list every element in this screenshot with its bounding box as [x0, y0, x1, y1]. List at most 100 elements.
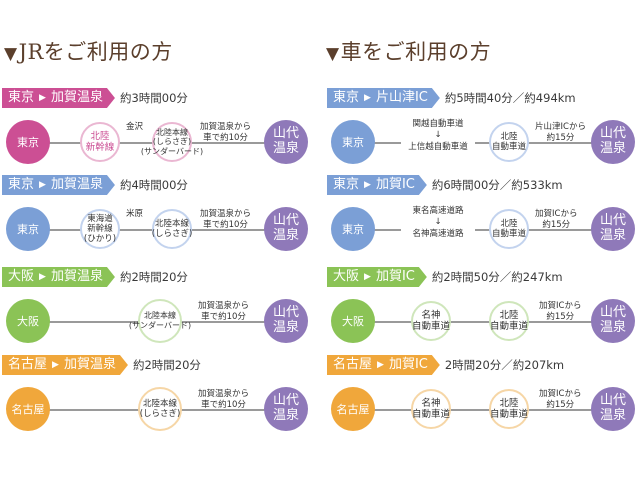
play-arrow-icon: ▶ [364, 93, 371, 103]
start-city: 東京 [331, 120, 375, 164]
route-to: 片山津IC [375, 90, 428, 105]
route-to: 加賀温泉 [50, 269, 103, 284]
access-note: 加賀ICから 約15分 [535, 209, 578, 231]
access-note: 加賀温泉から 車で約10分 [200, 122, 252, 144]
route-from: 東京 [333, 177, 360, 192]
expressway-route: 関越自動車道 ↓ 上信越自動車道 [401, 119, 475, 154]
route-duration: 約6時間00分／約533km [431, 178, 563, 192]
route-tag: 名古屋▶加賀温泉 [2, 355, 128, 375]
route-line [353, 229, 613, 231]
route-from: 名古屋 [333, 357, 373, 372]
jr-route-nagoya: 名古屋▶加賀温泉 約2時間20分 名古屋 北陸本線 (しらさぎ) 加賀温泉から … [2, 355, 312, 435]
route-from: 東京 [8, 90, 35, 105]
route-from: 東京 [333, 90, 360, 105]
route-duration: 2時間20分／約207km [444, 358, 565, 372]
route-tag: 名古屋 ▶ 加賀IC [327, 355, 440, 375]
access-note: 片山津ICから 約15分 [535, 122, 586, 144]
car-heading: ▼車をご利用の方 [326, 36, 491, 66]
destination-yamashiro-onsen: 山代 温泉 [264, 299, 308, 343]
transfer-station: 米原 [126, 209, 144, 219]
expressway-2: 上信越自動車道 [408, 141, 468, 152]
play-arrow-icon: ▶ [39, 180, 46, 190]
destination-yamashiro-onsen: 山代 温泉 [591, 387, 635, 431]
jr-route-tokyo-2: 東京 ▶ 加賀温泉 約4時間00分 東京 東海道 新幹線 (ひかり) 米原 北陸本線… [2, 175, 312, 255]
destination-yamashiro-onsen: 山代 温泉 [591, 207, 635, 251]
start-city: 大阪 [331, 299, 375, 343]
destination-yamashiro-onsen: 山代 温泉 [264, 207, 308, 251]
access-note: 加賀ICから 約15分 [539, 389, 582, 411]
route-label: 東京▶加賀温泉 約3時間00分 [2, 88, 188, 108]
route-to: 加賀IC [388, 357, 428, 372]
expressway-meishin: 名神 自動車道 [411, 301, 451, 341]
route-tag: 東京 ▶ 加賀温泉 [2, 175, 115, 195]
route-to: 加賀温泉 [50, 177, 103, 192]
transit-hokuriku-line: 北陸本線 (しらさぎ) [138, 387, 182, 431]
route-tag: 大阪 ▶ 加賀IC [327, 267, 427, 287]
route-line [353, 321, 613, 323]
route-label: 名古屋▶加賀温泉 約2時間20分 [2, 355, 201, 375]
access-note: 加賀ICから 約15分 [539, 301, 582, 323]
start-city: 東京 [331, 207, 375, 251]
route-to: 加賀IC [375, 177, 415, 192]
start-city: 名古屋 [331, 387, 375, 431]
route-duration: 約4時間00分 [119, 178, 188, 192]
transit-hokuriku-line: 北陸本線 (しらさぎ) (サンダーバード) [141, 122, 203, 162]
start-station: 東京 [6, 120, 50, 164]
expressway-1: 東名高速道路 [412, 206, 464, 216]
route-tag: 東京 ▶ 加賀IC [327, 175, 427, 195]
route-to: 加賀IC [375, 269, 415, 284]
transit-tokaido-shinkansen: 東海道 新幹線 (ひかり) [80, 209, 120, 249]
play-arrow-icon: ▶ [377, 360, 384, 370]
access-note: 加賀温泉から 車で約10分 [200, 209, 252, 231]
play-arrow-icon: ▶ [39, 272, 46, 282]
route-tag: 大阪 ▶ 加賀温泉 [2, 267, 115, 287]
route-label: 名古屋 ▶ 加賀IC 2時間20分／約207km [327, 355, 564, 375]
route-duration: 約3時間00分 [119, 91, 188, 105]
route-label: 東京 ▶ 加賀温泉 約4時間00分 [2, 175, 188, 195]
jr-heading-text: JRをご利用の方 [18, 40, 173, 64]
expressway-hokuriku: 北陸 自動車道 [489, 389, 529, 429]
transit-hokuriku-line: 北陸本線 (しらさぎ) [152, 209, 192, 249]
route-label: 東京 ▶ 加賀IC 約6時間00分／約533km [327, 175, 563, 195]
destination-yamashiro-onsen: 山代 温泉 [264, 387, 308, 431]
route-label: 大阪 ▶ 加賀温泉 約2時間20分 [2, 267, 188, 287]
access-note: 加賀温泉から 車で約10分 [198, 301, 250, 323]
jr-heading: ▼JRをご利用の方 [4, 36, 173, 66]
destination-yamashiro-onsen: 山代 温泉 [591, 120, 635, 164]
destination-yamashiro-onsen: 山代 温泉 [591, 299, 635, 343]
route-tag: 東京▶加賀温泉 [2, 88, 115, 108]
transit-hokuriku-line: 北陸本線 (サンダーバード) [129, 299, 191, 343]
play-arrow-icon: ▶ [364, 180, 371, 190]
expressway-2: 名神高速道路 [412, 228, 464, 239]
car-route-tokyo-1: 東京▶片山津IC 約5時間40分／約494km 東京 関越自動車道 ↓ 上信越自… [327, 88, 640, 168]
car-route-nagoya: 名古屋 ▶ 加賀IC 2時間20分／約207km 名古屋 名神 自動車道 北陸 自動… [327, 355, 640, 435]
route-duration: 約2時間20分 [119, 270, 188, 284]
route-line [353, 409, 613, 411]
route-from: 大阪 [333, 269, 360, 284]
route-duration: 約2時間20分 [132, 358, 201, 372]
destination-yamashiro-onsen: 山代 温泉 [264, 120, 308, 164]
start-station: 名古屋 [6, 387, 50, 431]
expressway-route: 東名高速道路 ↓ 名神高速道路 [401, 206, 475, 241]
expressway-1: 関越自動車道 [412, 119, 464, 129]
transit-shinkansen: 北陸 新幹線 [80, 122, 120, 162]
car-heading-text: 車をご利用の方 [340, 40, 492, 64]
route-from: 大阪 [8, 269, 35, 284]
triangle-down-icon: ▼ [326, 44, 340, 64]
car-route-osaka: 大阪▶加賀IC 約2時間50分／約247km 大阪 名神 自動車道 北陸 自動車… [327, 267, 640, 347]
expressway-hokuriku: 北陸 自動車道 [489, 209, 529, 249]
expressway-hokuriku: 北陸 自動車道 [489, 122, 529, 162]
route-duration: 約2時間50分／約247km [431, 270, 563, 284]
route-line [353, 142, 613, 144]
start-station: 大阪 [6, 299, 50, 343]
play-arrow-icon: ▶ [364, 272, 371, 282]
arrow-down-icon: ↓ [434, 217, 442, 228]
car-route-tokyo-2: 東京 ▶ 加賀IC 約6時間00分／約533km 東京 東名高速道路 ↓ 名神高速道… [327, 175, 640, 255]
start-station: 東京 [6, 207, 50, 251]
access-note: 加賀温泉から 車で約10分 [198, 389, 250, 411]
expressway-meishin: 名神 自動車道 [411, 389, 451, 429]
route-from: 東京 [8, 177, 35, 192]
route-from: 名古屋 [8, 357, 48, 372]
jr-route-tokyo-1: 東京▶加賀温泉 約3時間00分 東京 北陸 新幹線 金沢 北陸本線 (しらさぎ)… [2, 88, 312, 168]
play-arrow-icon: ▶ [39, 93, 46, 103]
